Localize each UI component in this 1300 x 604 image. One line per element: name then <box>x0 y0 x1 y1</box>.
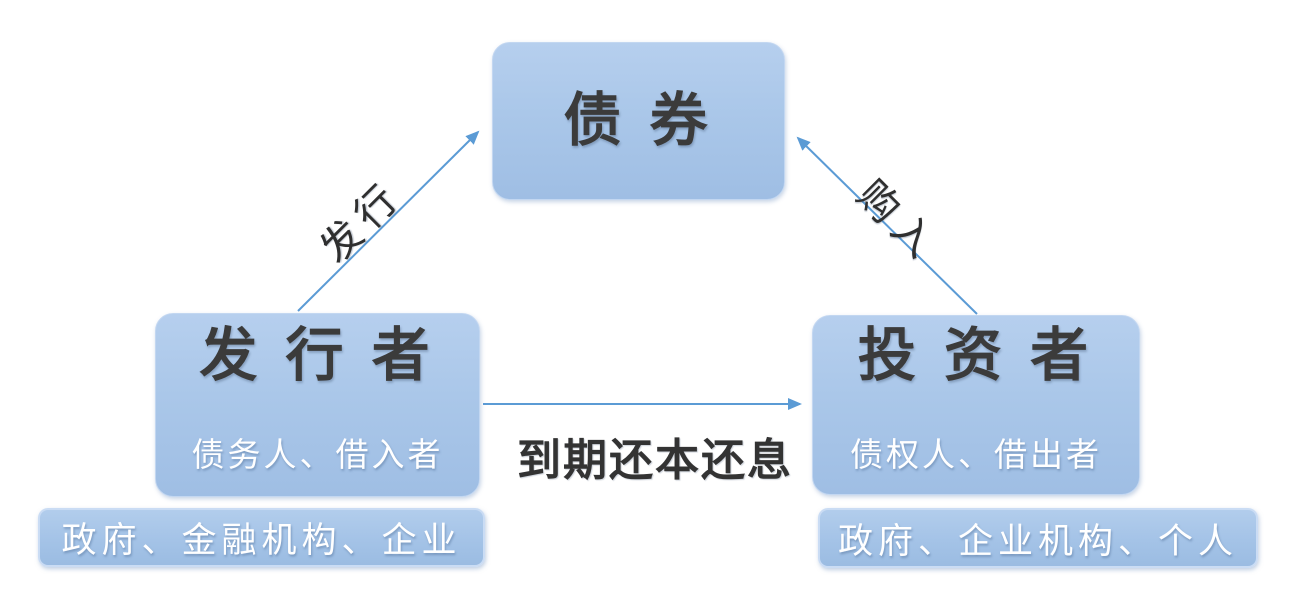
issuer-node-subtitle: 债务人、借入者 <box>191 436 444 473</box>
repay-arrow-label: 到期还本还息 <box>517 436 793 485</box>
investor-examples-text: 政府、企业机构、个人 <box>837 521 1238 561</box>
issue-arrow-label: 发行 <box>312 172 412 272</box>
purchase-arrow-label: 购入 <box>848 172 948 272</box>
issuer-examples-bar: 政府、金融机构、企业 <box>38 508 485 567</box>
investor-node-title: 投 资 者 <box>857 323 1095 388</box>
bond-node: 债 券 <box>492 42 785 200</box>
issuer-examples-text: 政府、金融机构、企业 <box>61 521 462 560</box>
issuer-node-title: 发 行 者 <box>199 323 436 388</box>
investor-node-subtitle: 债权人、借出者 <box>850 436 1102 473</box>
investor-node: 投 资 者 债权人、借出者 <box>812 315 1140 495</box>
bond-node-title: 债 券 <box>563 88 714 154</box>
investor-examples-bar: 政府、企业机构、个人 <box>818 508 1258 568</box>
issuer-node: 发 行 者 债务人、借入者 <box>155 313 480 497</box>
